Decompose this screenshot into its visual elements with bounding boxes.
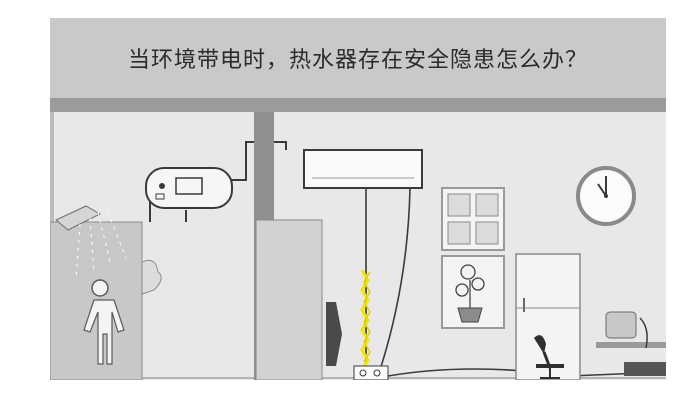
clock-icon	[576, 166, 636, 226]
ceiling	[50, 98, 666, 112]
window-icon	[441, 187, 505, 329]
flower-pot-icon	[455, 264, 485, 323]
room-scene	[50, 112, 666, 380]
water-heater-icon	[145, 141, 254, 222]
computer-icon	[596, 311, 666, 376]
title-bar: 当环境带电时，热水器存在安全隐患怎么办？	[50, 18, 666, 98]
page-title: 当环境带电时，热水器存在安全隐患怎么办？	[127, 48, 588, 73]
person-icon	[83, 279, 125, 365]
chair-icon	[534, 335, 564, 379]
illustration-frame: 当环境带电时，热水器存在安全隐患怎么办？	[50, 18, 666, 380]
electric-spark-icon	[360, 269, 371, 371]
